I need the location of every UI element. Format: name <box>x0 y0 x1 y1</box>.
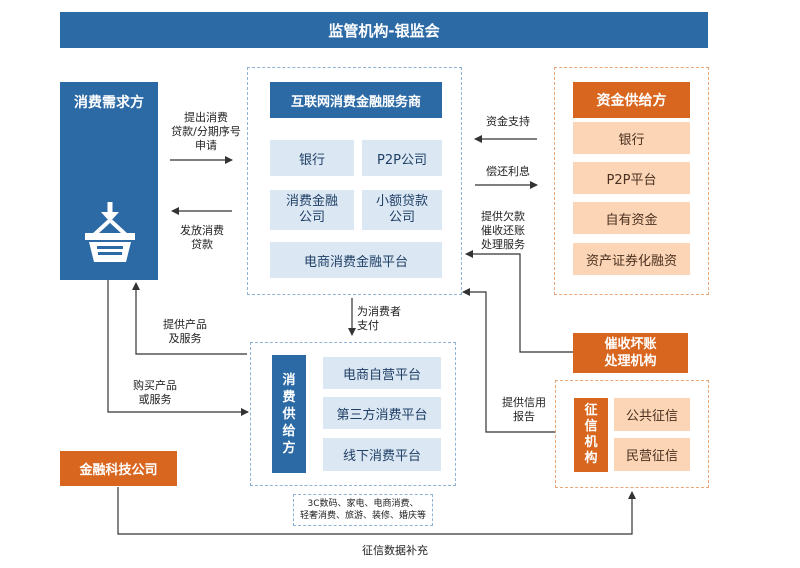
platform-item-bank: 银行 <box>270 140 354 176</box>
supply-container <box>250 342 456 486</box>
label-provide-product: 提供产品 及服务 <box>163 318 207 345</box>
funding-item-p2p: P2P平台 <box>573 162 690 194</box>
arrow-credit-report <box>462 288 555 433</box>
label-repay: 偿还利息 <box>486 165 530 178</box>
funding-item-own-capital: 自有资金 <box>573 202 690 234</box>
platform-item-ecommerce: 电商消费金融平台 <box>270 242 442 278</box>
label-apply-loan: 提出消费 贷款/分期序号 申请 <box>171 111 241 152</box>
label-pay-for-consumer: 为消费者 支付 <box>357 305 401 332</box>
platform-item-consumer-finance: 消费金融 公司 <box>270 190 354 230</box>
regulator-title: 监管机构-银监会 <box>328 21 440 40</box>
supply-item-third-party: 第三方消费平台 <box>323 397 441 429</box>
demand-box: 消费需求方 <box>60 82 158 280</box>
platform-container <box>247 67 462 295</box>
platform-title-text: 互联网消费金融服务商 <box>290 94 421 110</box>
credit-container <box>555 380 709 488</box>
label-issue-loan: 发放消费 贷款 <box>180 224 224 251</box>
funding-container <box>554 67 709 295</box>
collection-box: 催收坏账 处理机构 <box>573 333 688 373</box>
label-fund-support: 资金支持 <box>486 115 530 128</box>
arrow-buy-product <box>107 280 249 416</box>
label-collection-service: 提供欠款 催收还账 处理服务 <box>481 210 525 251</box>
arrow-credit-supplement <box>117 487 636 535</box>
fintech-box: 金融科技公司 <box>60 451 177 486</box>
platform-item-micro-loan: 小额贷款 公司 <box>362 190 442 230</box>
funding-item-securitization: 资产证券化融资 <box>573 243 690 275</box>
label-buy-product: 购买产品 或服务 <box>133 379 177 406</box>
credit-item-private: 民营征信 <box>614 438 690 471</box>
platform-item-p2p: P2P公司 <box>362 140 442 176</box>
funding-title: 资金供给方 <box>573 82 690 118</box>
supply-item-ecommerce-self: 电商自营平台 <box>323 357 441 389</box>
label-credit-supplement: 征信数据补充 <box>362 544 428 557</box>
label-credit-report: 提供信用 报告 <box>502 396 546 423</box>
credit-item-public: 公共征信 <box>614 398 690 431</box>
supply-title: 消 费 供 给 方 <box>272 355 306 473</box>
funding-item-bank: 银行 <box>573 122 690 154</box>
demand-title: 消费需求方 <box>74 95 144 111</box>
shopping-basket-icon <box>85 202 135 262</box>
regulator-bar: 监管机构-银监会 <box>60 12 708 48</box>
arrow-collection <box>465 250 573 353</box>
arrow-provide-product <box>132 282 247 355</box>
consumption-note: 3C数码、家电、电商消费、 轻奢消费、旅游、装修、婚庆等 <box>293 494 433 526</box>
platform-title: 互联网消费金融服务商 <box>270 82 442 118</box>
supply-item-offline: 线下消费平台 <box>323 438 441 471</box>
credit-title: 征 信 机 构 <box>574 398 608 472</box>
